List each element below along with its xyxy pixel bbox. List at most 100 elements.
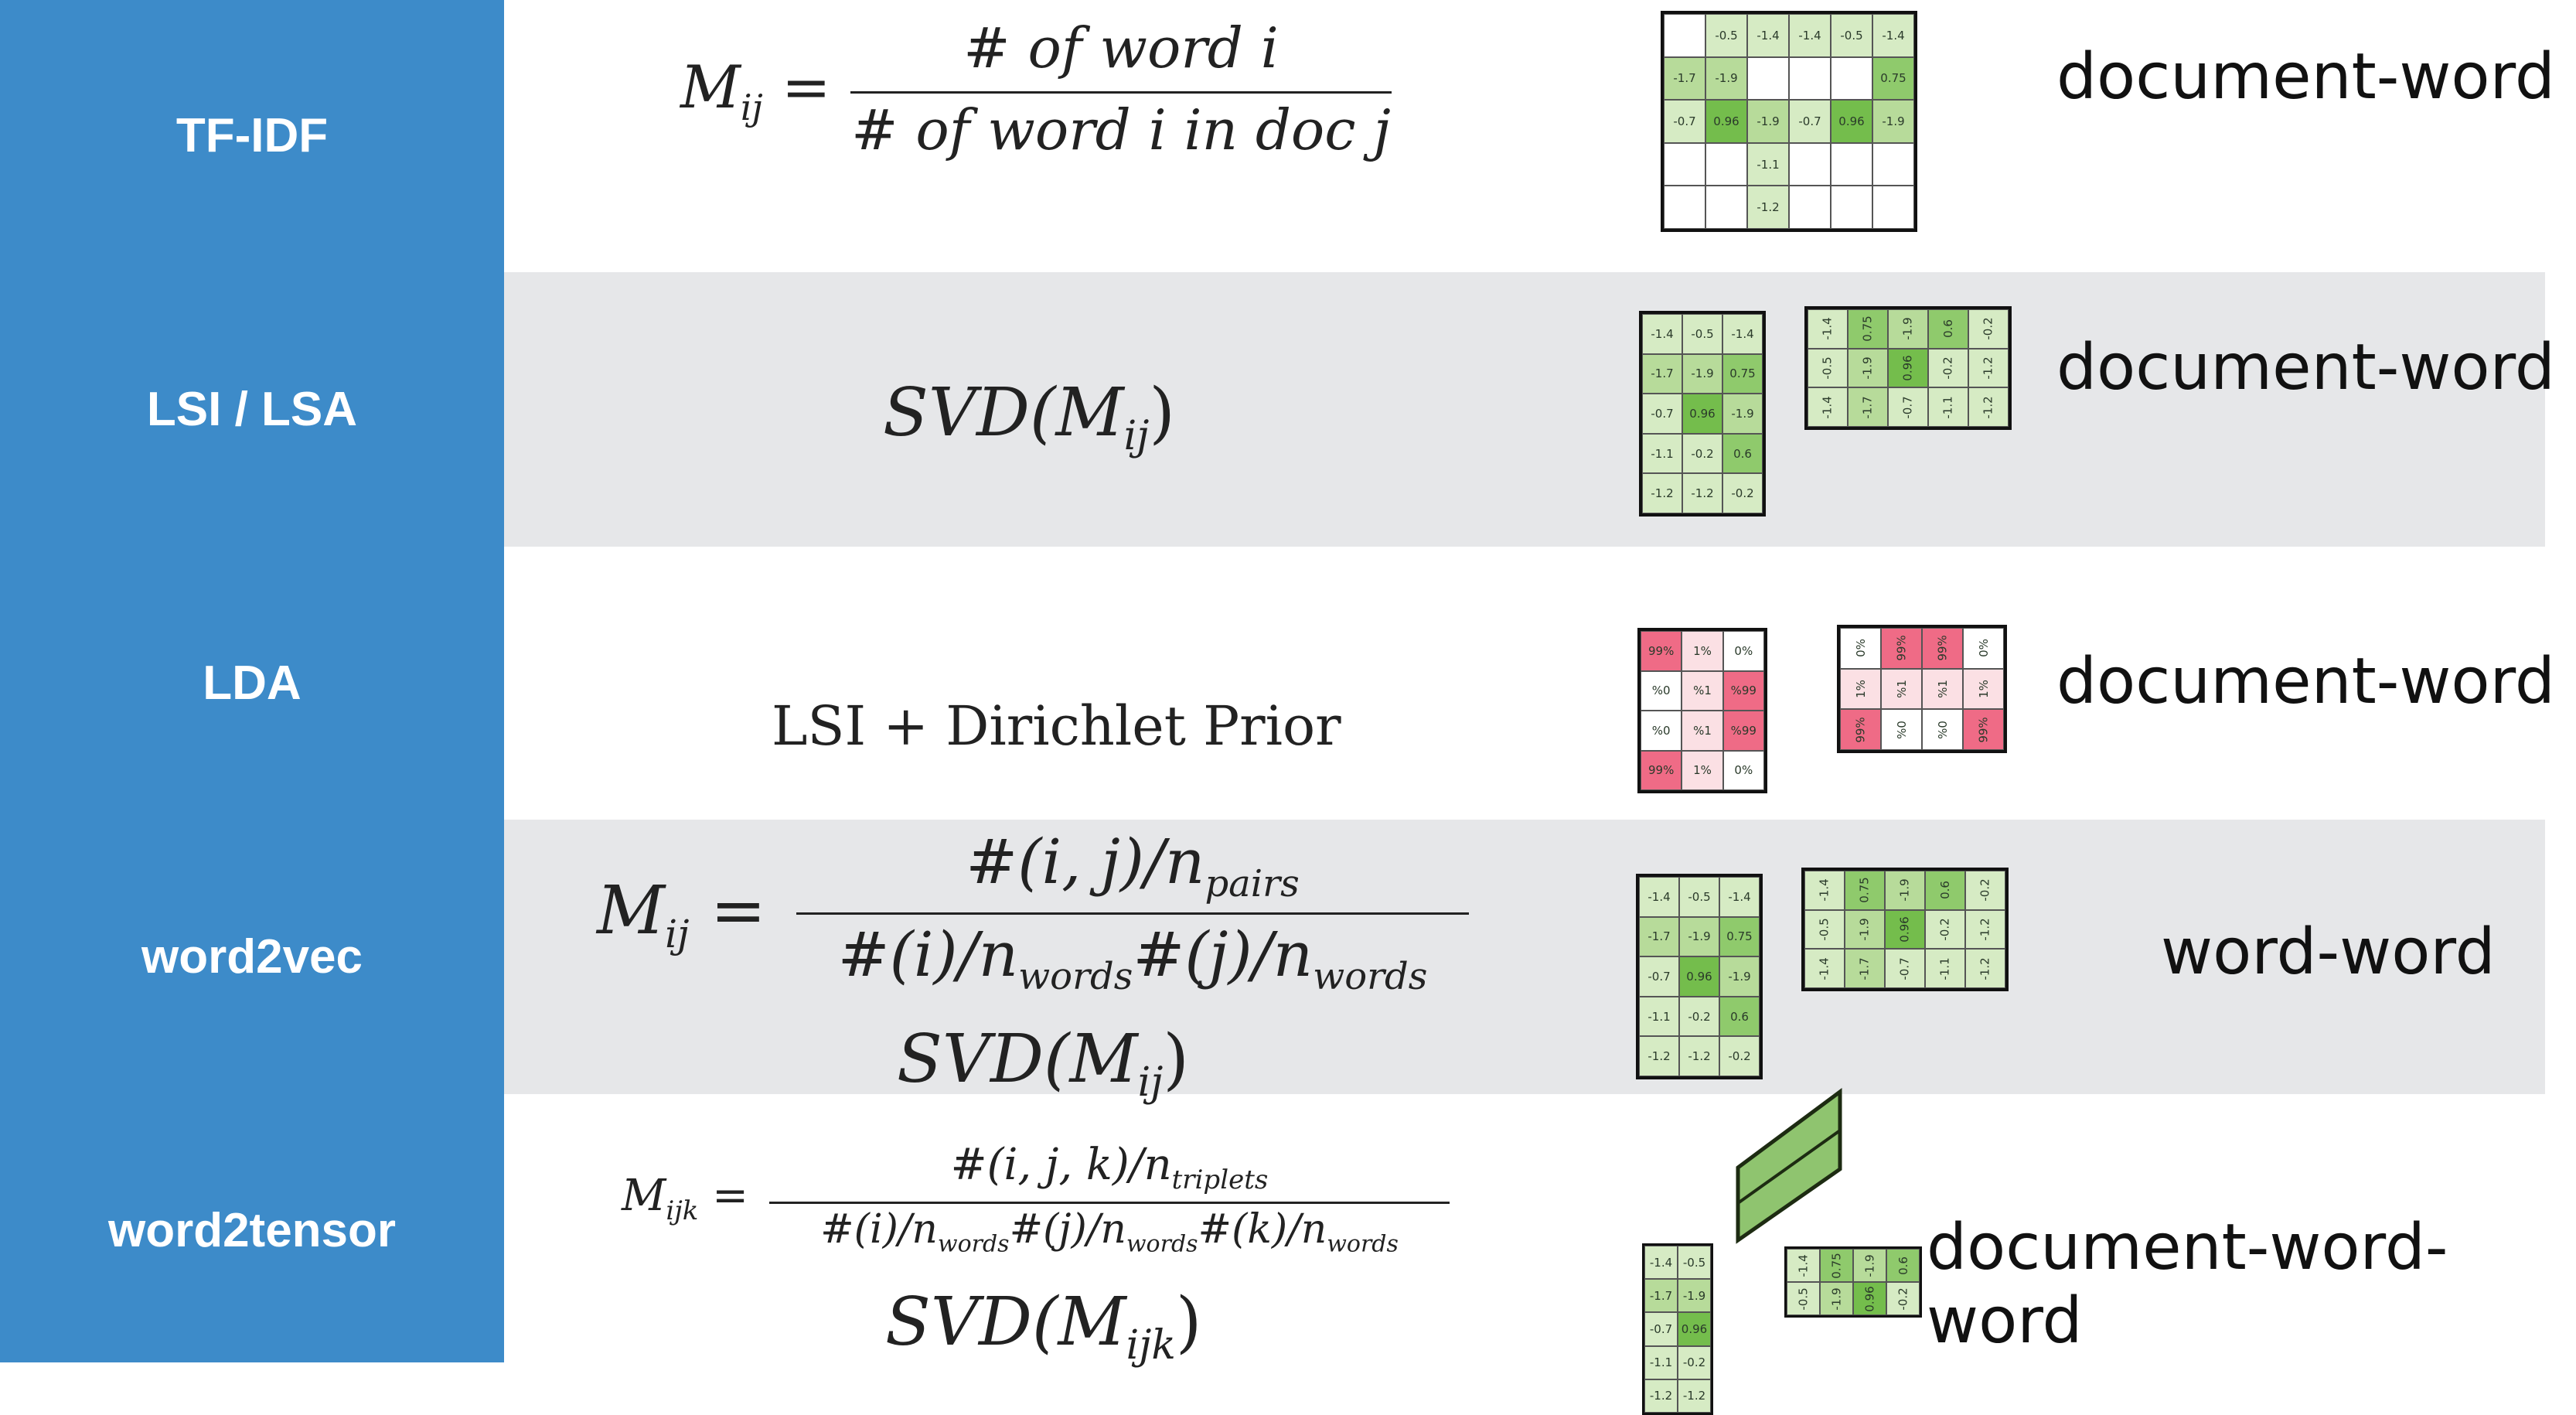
matrix-cell: 0.75 bbox=[1872, 56, 1914, 101]
matrix-cell: -1.9 bbox=[1845, 909, 1885, 950]
w2t-svd: SVD(Mijk) bbox=[885, 1284, 1202, 1369]
tag-tfidf: document-word bbox=[2056, 40, 2555, 114]
matrix-cell: -1.9 bbox=[1682, 353, 1722, 394]
matrix-cell: 99% bbox=[1881, 628, 1922, 669]
matrix-cell: 99% bbox=[1641, 631, 1682, 671]
matrix-cell-value: -1.1 bbox=[1757, 157, 1780, 172]
matrix-cell: -0.5 bbox=[1678, 1246, 1711, 1280]
matrix-cell-value: -0.2 bbox=[1938, 918, 1952, 941]
matrix-cell: 0.96 bbox=[1888, 348, 1928, 388]
matrix-cell-value: -0.5 bbox=[1796, 1287, 1811, 1311]
matrix-cell: -0.7 bbox=[1642, 394, 1682, 434]
formula-lsi: SVD(Mij) bbox=[883, 374, 1175, 460]
matrix-cell-value: %1 bbox=[1693, 684, 1712, 698]
matrix-cell-value: -0.2 bbox=[1682, 1355, 1706, 1370]
matrix-cell-value: -1.2 bbox=[1981, 396, 1995, 419]
tfidf-numerator: # of word i bbox=[963, 15, 1279, 80]
matrix-cell: -0.2 bbox=[1925, 909, 1965, 950]
matrix-cell-value: 1% bbox=[1976, 680, 1991, 698]
matrix-cell: -1.4 bbox=[1747, 14, 1789, 57]
matrix-cell: -1.7 bbox=[1644, 1279, 1678, 1313]
matrix-cell: 0% bbox=[1963, 628, 2004, 669]
matrix-cell-value: -1.4 bbox=[1649, 1255, 1673, 1270]
matrix-cell: -1.2 bbox=[1968, 348, 2009, 388]
matrix-cell bbox=[1831, 142, 1872, 186]
matrix-cell-value: -1.2 bbox=[1649, 1389, 1673, 1403]
matrix-cell-value: 99% bbox=[1647, 643, 1675, 658]
matrix-cell-value: -1.9 bbox=[1757, 114, 1780, 128]
w2v-denominator: #(i)/nwords#(j)/nwords bbox=[837, 919, 1428, 998]
matrix-cell: -0.2 bbox=[1679, 996, 1719, 1037]
matrix-cell-value: -0.2 bbox=[1688, 1009, 1711, 1024]
tfidf-lhs: M bbox=[680, 53, 741, 121]
matrix-cell: -1.4 bbox=[1808, 387, 1848, 427]
matrix-cell: -1.4 bbox=[1872, 14, 1914, 57]
matrix-cell-value: -1.4 bbox=[1821, 317, 1835, 340]
label-word2tensor: word2tensor bbox=[107, 1204, 397, 1257]
band-lsi bbox=[504, 272, 2545, 547]
matrix-cell: 0% bbox=[1722, 750, 1764, 790]
matrix-cell bbox=[1789, 142, 1831, 186]
matrix-cell-value: -0.2 bbox=[1981, 317, 1995, 340]
matrix-cell bbox=[1789, 56, 1831, 101]
matrix-cell: 99% bbox=[1641, 750, 1682, 790]
matrix-cell-value: %0 bbox=[1651, 684, 1671, 698]
matrix-cell-value: -1.7 bbox=[1649, 1288, 1673, 1303]
w2t-numerator: #(i, j, k)/ntriplets bbox=[950, 1140, 1269, 1196]
matrix-cell-value: 0.6 bbox=[1733, 446, 1752, 461]
matrix-cell: -1.4 bbox=[1808, 309, 1848, 349]
matrix-cell-value: -0.2 bbox=[1941, 356, 1955, 380]
matrix-cell-value: 0% bbox=[1976, 639, 1991, 658]
matrix-cell: -0.5 bbox=[1804, 909, 1845, 950]
matrix-cell: 0% bbox=[1840, 628, 1881, 669]
matrix-cell-value: 99% bbox=[1894, 635, 1909, 661]
tfidf-denominator: # of word i in doc j bbox=[851, 97, 1391, 162]
matrix-cell: -1.9 bbox=[1848, 348, 1888, 388]
matrix-cell-value: -1.2 bbox=[1647, 1049, 1671, 1064]
matrix-cell-value: -0.7 bbox=[1898, 957, 1912, 980]
formula-lda: LSI + Dirichlet Prior bbox=[772, 694, 1341, 758]
matrix-cell bbox=[1664, 142, 1705, 186]
tag-lda: document-word bbox=[2056, 645, 2555, 718]
matrix-cell: -0.2 bbox=[1678, 1345, 1711, 1379]
matrix-cell-value: 99% bbox=[1935, 635, 1950, 661]
matrix-cell: 0.6 bbox=[1722, 433, 1763, 474]
matrix-cell: 0.96 bbox=[1678, 1312, 1711, 1346]
matrix-cell-value: %0 bbox=[1935, 720, 1950, 739]
matrix-cell: %1 bbox=[1881, 668, 1922, 710]
matrix-cell-value: -0.7 bbox=[1651, 406, 1674, 421]
matrix-cell: %0 bbox=[1641, 711, 1682, 751]
matrix-cell: -0.7 bbox=[1885, 949, 1925, 988]
tag-word2tensor: document-word-word bbox=[1927, 1211, 2448, 1358]
matrix-cell: 99% bbox=[1840, 709, 1881, 750]
matrix-cell: -1.9 bbox=[1747, 100, 1789, 143]
matrix-cell: -0.2 bbox=[1719, 1036, 1760, 1076]
matrix-cell-value: %1 bbox=[1935, 680, 1950, 698]
matrix-cell: 0.6 bbox=[1886, 1249, 1920, 1282]
matrix-cell: 0.96 bbox=[1853, 1282, 1886, 1315]
matrix-cell: -1.2 bbox=[1642, 473, 1682, 513]
matrix-cell-value: -1.4 bbox=[1731, 326, 1754, 341]
matrix-cell: -1.4 bbox=[1804, 949, 1845, 988]
label-tfidf: TF-IDF bbox=[175, 109, 329, 162]
matrix-cell: -1.7 bbox=[1664, 56, 1705, 101]
matrix-cell-value: -1.7 bbox=[1673, 71, 1696, 86]
matrix-cell-value: -1.1 bbox=[1649, 1355, 1673, 1370]
w2t-denominator: #(i)/nwords#(j)/nwords#(k)/nwords bbox=[820, 1206, 1399, 1258]
label-word2vec: word2vec bbox=[141, 930, 363, 984]
matrix-cell-value: -1.9 bbox=[1862, 1253, 1877, 1277]
matrix-cell-value: -1.9 bbox=[1829, 1287, 1844, 1311]
matrix-cell-value: -0.5 bbox=[1818, 918, 1831, 941]
w2t-fraction-line bbox=[769, 1202, 1450, 1204]
matrix-cell: -1.4 bbox=[1804, 871, 1845, 910]
matrix-cell-value: -0.2 bbox=[1731, 486, 1754, 501]
matrix-cell: -1.9 bbox=[1872, 100, 1914, 143]
w2v-svd: SVD(Mij) bbox=[897, 1021, 1189, 1106]
matrix-cell: 0.6 bbox=[1928, 309, 1968, 349]
matrix-cell: -0.7 bbox=[1789, 100, 1831, 143]
matrix-cell: %99 bbox=[1722, 711, 1764, 751]
